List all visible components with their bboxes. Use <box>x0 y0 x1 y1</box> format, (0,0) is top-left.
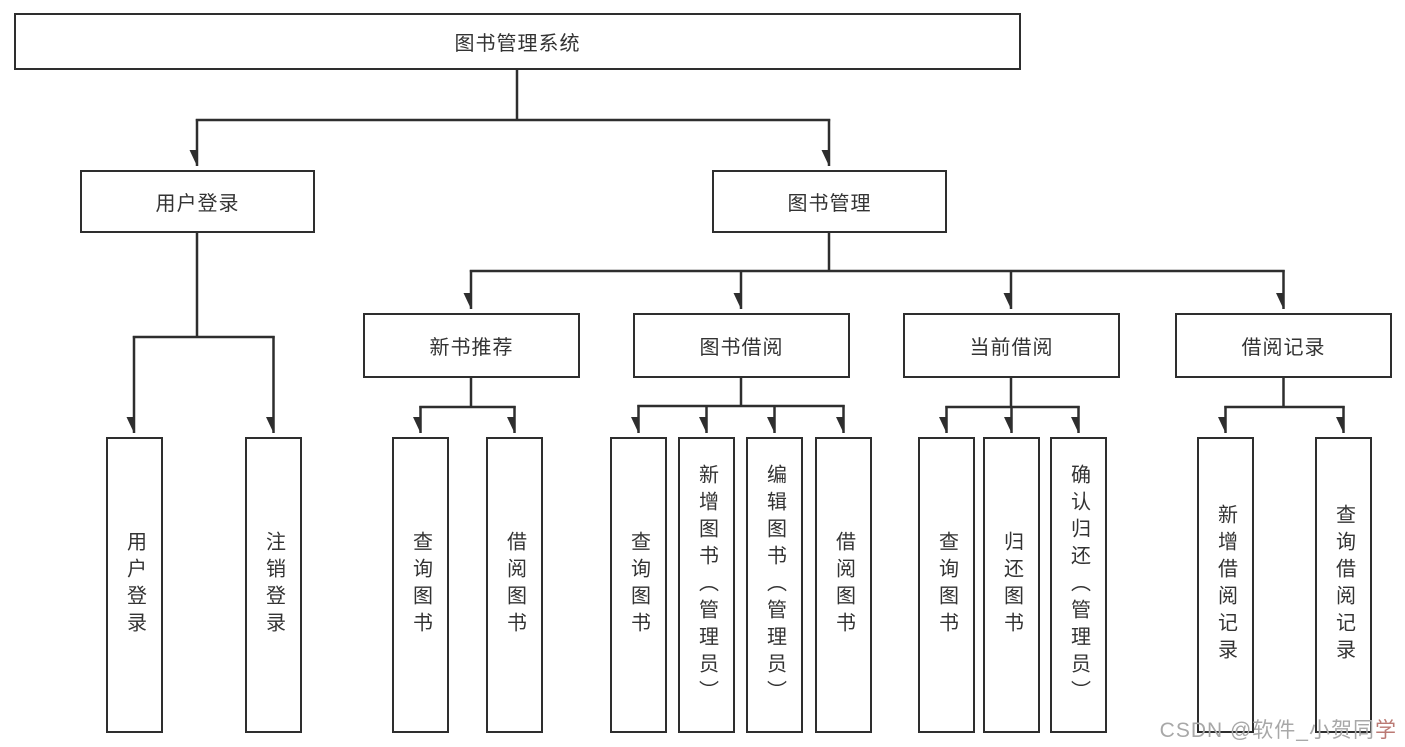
node-current-borrowing: 当前借阅 <box>903 313 1120 378</box>
leaf-label: 确认归还（管理员） <box>1067 463 1090 707</box>
node-label: 图书借阅 <box>699 337 784 359</box>
node-label: 借阅记录 <box>1241 337 1326 359</box>
leaf-confirm-return-admin: 确认归还（管理员） <box>1050 437 1107 733</box>
node-book-borrowing: 图书借阅 <box>633 313 850 378</box>
node-borrowing-records: 借阅记录 <box>1175 313 1392 378</box>
leaf-label: 借阅图书 <box>832 531 855 639</box>
leaf-label: 查询图书 <box>627 531 650 639</box>
node-label: 用户登录 <box>155 193 240 215</box>
watermark: CSDN @软件_小贺同学 <box>1160 714 1397 744</box>
leaf-label: 注销登录 <box>262 531 285 639</box>
node-label: 图书管理系统 <box>454 33 581 55</box>
leaf-label: 新增图书（管理员） <box>695 463 718 707</box>
leaf-query-borrow-record: 查询借阅记录 <box>1315 437 1372 733</box>
leaf-borrow-books: 借阅图书 <box>815 437 872 733</box>
leaf-label: 查询借阅记录 <box>1332 504 1355 666</box>
leaf-label: 归还图书 <box>1000 531 1023 639</box>
leaf-label: 用户登录 <box>123 531 146 639</box>
leaf-borrow-books-recommend: 借阅图书 <box>486 437 543 733</box>
node-book-management: 图书管理 <box>712 170 947 233</box>
watermark-text: CSDN @软件_小贺同 <box>1159 719 1375 742</box>
leaf-add-borrow-record: 新增借阅记录 <box>1197 437 1254 733</box>
leaf-label: 借阅图书 <box>503 531 526 639</box>
leaf-label: 查询图书 <box>409 531 432 639</box>
watermark-accent-char: 学 <box>1375 719 1397 742</box>
leaf-add-books-admin: 新增图书（管理员） <box>678 437 735 733</box>
node-label: 图书管理 <box>787 193 872 215</box>
node-new-book-recommend: 新书推荐 <box>363 313 580 378</box>
node-library-management-system: 图书管理系统 <box>14 13 1021 70</box>
leaf-query-books-recommend: 查询图书 <box>392 437 449 733</box>
leaf-label: 编辑图书（管理员） <box>763 463 786 707</box>
leaf-label: 新增借阅记录 <box>1214 504 1237 666</box>
leaf-return-books: 归还图书 <box>983 437 1040 733</box>
leaf-label: 查询图书 <box>935 531 958 639</box>
leaf-logout: 注销登录 <box>245 437 302 733</box>
leaf-user-login: 用户登录 <box>106 437 163 733</box>
node-user-login: 用户登录 <box>80 170 315 233</box>
node-label: 新书推荐 <box>429 337 514 359</box>
node-label: 当前借阅 <box>969 337 1054 359</box>
leaf-query-books-borrowing: 查询图书 <box>610 437 667 733</box>
leaf-edit-books-admin: 编辑图书（管理员） <box>746 437 803 733</box>
leaf-query-books-current: 查询图书 <box>918 437 975 733</box>
